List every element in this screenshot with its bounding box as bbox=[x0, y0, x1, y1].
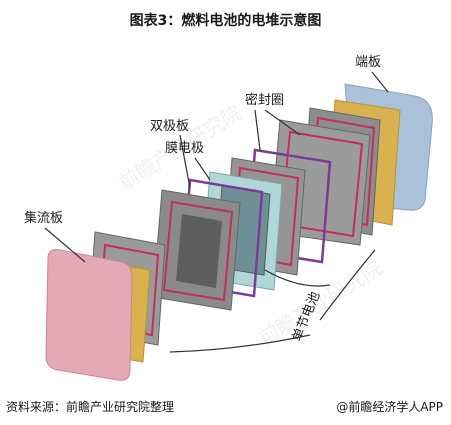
label-end-plate: 端板 bbox=[355, 55, 381, 70]
label-membrane-electrode: 膜电极 bbox=[165, 141, 204, 156]
figure-title: 图表3：燃料电池的电堆示意图 bbox=[129, 13, 322, 29]
bipolar-plate-left bbox=[152, 189, 241, 311]
brand-credit: @前瞻经济学人APP bbox=[336, 400, 443, 414]
source-note: 资料来源：前瞻产业研究院整理 bbox=[6, 400, 175, 414]
label-bipolar-plate: 双极板 bbox=[150, 119, 189, 134]
label-current-collector: 集流板 bbox=[24, 210, 63, 226]
label-gasket: 密封圈 bbox=[245, 92, 284, 108]
end-plate-left bbox=[45, 249, 133, 381]
leader-lines bbox=[44, 71, 389, 353]
